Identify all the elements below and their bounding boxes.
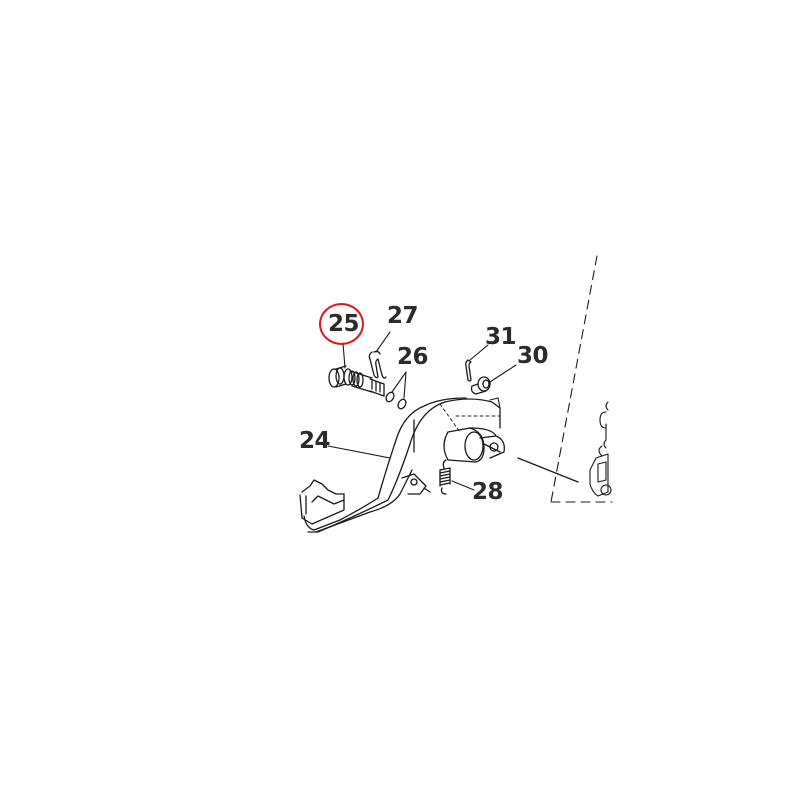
brake-pedal-part-24 (299, 397, 505, 533)
dashed-assembly-boundary (550, 255, 613, 503)
callout-25[interactable]: 25 (328, 311, 360, 337)
hair-clip-part-27 (368, 350, 387, 379)
pivot-bolt-part-25 (328, 365, 385, 397)
leader-lines (327, 331, 517, 493)
return-spring-part-28 (439, 459, 451, 495)
highlight-ring-part-25 (319, 303, 364, 345)
push-rod-line (517, 457, 579, 483)
washer-part-30 (470, 376, 491, 395)
master-cylinder-partial (589, 401, 612, 497)
cotter-pin-part-31 (465, 359, 472, 382)
callout-24[interactable]: 24 (299, 428, 331, 454)
o-rings-part-26 (385, 391, 407, 410)
callout-30[interactable]: 30 (517, 343, 549, 369)
callout-27[interactable]: 27 (387, 303, 419, 329)
callout-26[interactable]: 26 (397, 344, 429, 370)
callout-31[interactable]: 31 (485, 324, 517, 350)
callout-28[interactable]: 28 (472, 479, 504, 505)
